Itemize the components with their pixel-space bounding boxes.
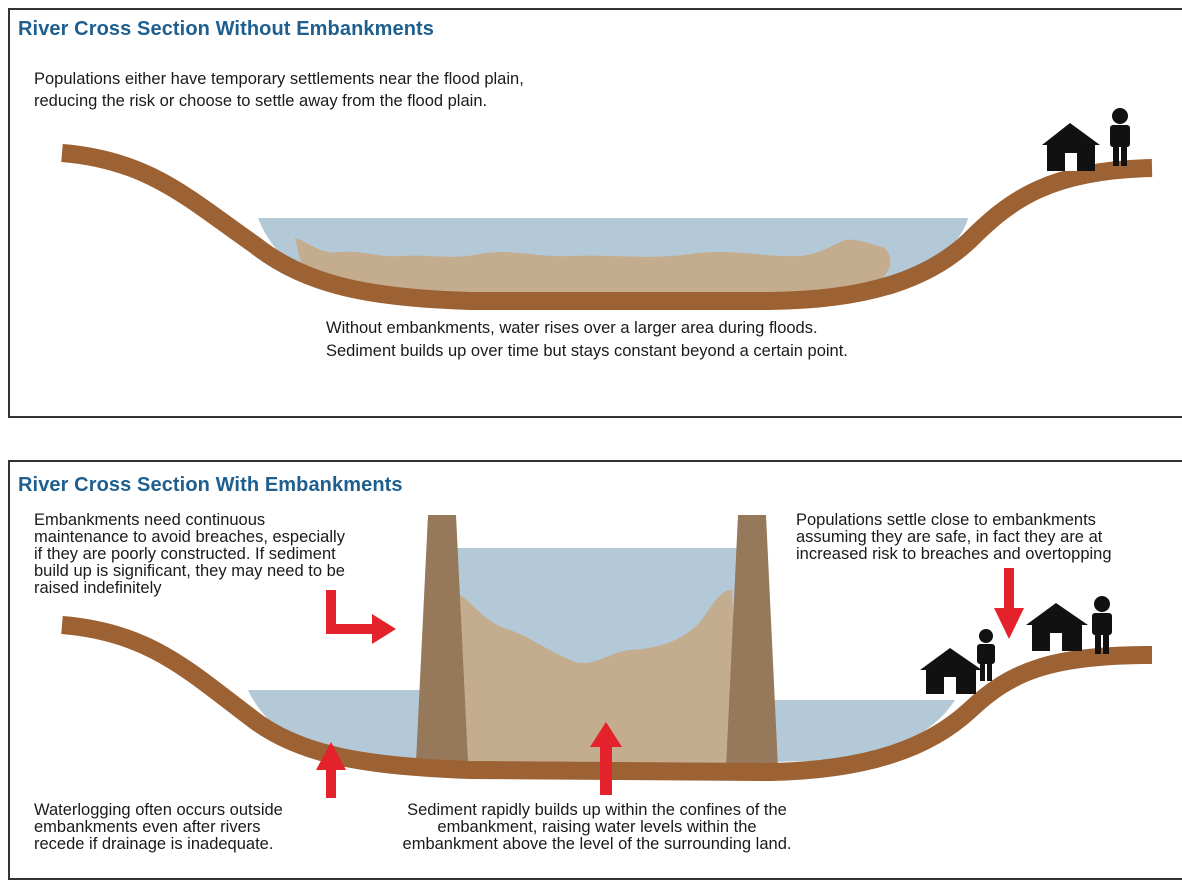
water-note: Without embankments, water rises over a … xyxy=(326,319,848,360)
sediment-note: Sediment rapidly builds up within the co… xyxy=(402,801,792,853)
populations-note: Populations settle close to embankments … xyxy=(796,511,1112,563)
red-arrow-up-sediment xyxy=(590,722,622,795)
cross-section-diagram xyxy=(61,108,1153,310)
panel-with-embankments: River Cross Section With Embankments xyxy=(8,460,1182,880)
settlement-note: Populations either have temporary settle… xyxy=(34,70,524,110)
red-arrow-up-waterlogging xyxy=(316,742,346,798)
house-icon-lower xyxy=(920,648,982,694)
waterlogging-note: Waterlogging often occurs outside embank… xyxy=(34,801,283,853)
outer-water-right xyxy=(770,700,955,762)
cross-section-diagram xyxy=(61,515,1153,798)
riverbed xyxy=(61,144,1153,310)
person-icon-lower xyxy=(977,629,995,681)
left-embankment xyxy=(416,515,468,762)
house-icon-upper xyxy=(1026,603,1088,651)
red-arrow-down-to-houses xyxy=(994,568,1024,639)
house-icon xyxy=(1042,123,1100,171)
person-icon xyxy=(1110,108,1130,166)
sediment xyxy=(295,238,891,300)
panel-title: River Cross Section With Embankments xyxy=(18,474,403,496)
inner-sediment xyxy=(450,590,740,767)
maintenance-note: Embankments need continuous maintenance … xyxy=(34,511,345,597)
panel-without-embankments: River Cross Section Without Embankments … xyxy=(8,8,1182,418)
riverbed xyxy=(61,616,1153,781)
red-arrow-to-embankment xyxy=(326,590,396,644)
outer-water-left xyxy=(248,690,422,762)
panel-title: River Cross Section Without Embankments xyxy=(18,18,435,40)
person-icon-upper xyxy=(1092,596,1112,654)
right-embankment xyxy=(726,515,778,768)
